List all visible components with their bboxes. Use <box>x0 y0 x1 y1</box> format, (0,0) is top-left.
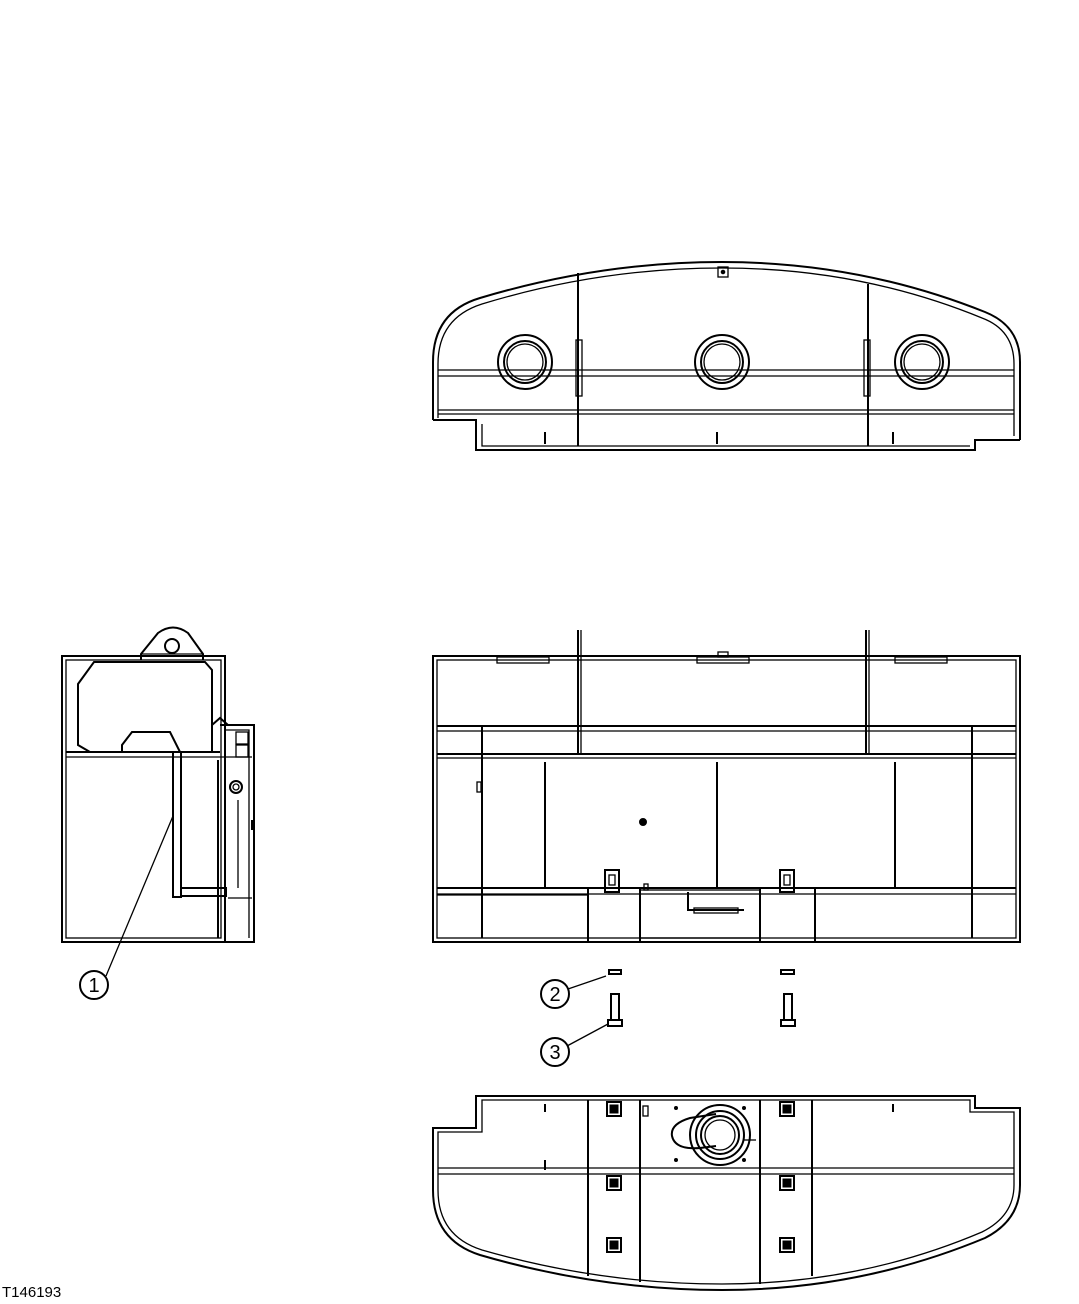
bolt-left <box>607 993 623 1027</box>
lifting-hole-center <box>694 334 750 390</box>
top-view <box>432 260 1021 451</box>
bottom-view <box>432 1095 1021 1292</box>
front-view <box>432 630 1021 943</box>
lifting-hole-left <box>497 334 553 390</box>
callout-2-label: 2 <box>549 984 560 1006</box>
bolt-right <box>780 993 796 1027</box>
swivel-opening <box>670 1104 756 1166</box>
callout-2: 2 <box>540 975 607 1009</box>
lifting-hole-right <box>894 334 950 390</box>
callout-3: 3 <box>540 1023 609 1067</box>
washer-left <box>608 969 622 975</box>
figure-id-label: T146193 <box>2 1284 62 1301</box>
side-view <box>61 626 255 943</box>
washer-right <box>780 969 795 975</box>
callout-1-label: 1 <box>88 975 99 997</box>
callout-3-label: 3 <box>549 1042 560 1064</box>
callout-1: 1 <box>79 815 174 1000</box>
